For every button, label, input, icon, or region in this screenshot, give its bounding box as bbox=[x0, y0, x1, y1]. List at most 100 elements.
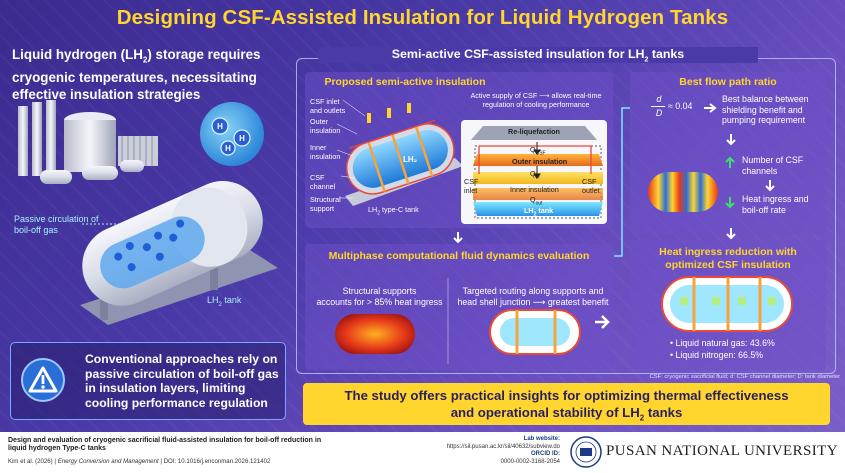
lab-label: Lab website: bbox=[523, 436, 560, 442]
citation-authors: Kim et al. (2026) bbox=[8, 458, 53, 465]
label-reliquefaction: Re-liquefaction bbox=[508, 127, 560, 136]
ln2-result: • Liquid nitrogen: 66.5% bbox=[670, 350, 764, 360]
conclusion-line2-sub: 2 bbox=[639, 413, 645, 423]
flow-panel-title: Best flow path ratio bbox=[679, 76, 777, 88]
conventional-approach-box: Conventional approaches rely on passive … bbox=[10, 342, 286, 420]
cfd-panel-title: Multiphase computational fluid dynamics … bbox=[328, 250, 590, 262]
proposed-diagram: LH₂ bbox=[336, 99, 607, 224]
conclusion-line1: The study offers practical insights for … bbox=[344, 388, 789, 403]
label-q-in: Qin bbox=[530, 169, 540, 182]
lh2-storage-illustration: HHH bbox=[18, 100, 278, 325]
support-pct: > 85% heat ingress bbox=[366, 296, 443, 307]
molecule-bubble bbox=[200, 102, 264, 166]
lab-info: Lab website:https://sil.pusan.ac.kr/sil/… bbox=[420, 436, 560, 466]
reduction-panel-title: Heat ingress reduction with optimized CS… bbox=[659, 246, 797, 271]
poster-title: Designing CSF-Assisted Insulation for Li… bbox=[116, 6, 729, 29]
frac-value: ≈ 0.04 bbox=[668, 101, 693, 111]
main-heading-pre: Semi-active CSF-assisted insulation for … bbox=[391, 47, 645, 61]
label-csf-channel: CSF channel bbox=[310, 173, 336, 191]
frac-den: D bbox=[655, 108, 663, 118]
routing-2: head shell junction bbox=[457, 296, 531, 307]
frac-num: d bbox=[656, 94, 662, 104]
lh2-tank-label-pre: LH bbox=[207, 295, 219, 305]
citation-doi: DOI: 10.1016/j.enconman.2026.121402 bbox=[163, 458, 271, 465]
label-lh2-tank-detail: LH2 tank bbox=[524, 206, 554, 219]
main-section-heading: Semi-active CSF-assisted insulation for … bbox=[318, 47, 758, 64]
routing-1: Targeted routing along supports and bbox=[462, 286, 604, 296]
type-c-post: type-C tank bbox=[379, 205, 419, 214]
label-q-out: Qout bbox=[530, 195, 543, 207]
csf-channel-cylinder bbox=[648, 172, 718, 212]
arrow-down-icon bbox=[726, 228, 736, 240]
support-text-2: accounts for bbox=[316, 296, 365, 307]
arrow-down-icon bbox=[725, 197, 735, 209]
lh2-tank-label: LH2 tank bbox=[207, 295, 241, 308]
label-outer-insulation: Outer insulation bbox=[310, 117, 341, 135]
lng-result: • Liquid natural gas: 43.6% bbox=[670, 338, 775, 348]
frac-bar bbox=[651, 106, 665, 107]
main-heading-post: tanks bbox=[648, 47, 685, 61]
label-structural-support: Structural support bbox=[310, 195, 341, 213]
lng-value: Liquid natural gas: 43.6% bbox=[675, 338, 775, 348]
paper-title: Design and evaluation of cryogenic sacri… bbox=[8, 437, 322, 453]
lh2-detail-sub: 2 bbox=[533, 211, 537, 218]
arrow-right-icon bbox=[704, 103, 717, 113]
q-out-sub: out bbox=[535, 200, 543, 207]
orcid-id: 0000-0002-3168-2054 bbox=[500, 458, 560, 465]
arrow-up-icon bbox=[725, 156, 735, 168]
balance-text: Best balance between shielding benefit a… bbox=[722, 94, 809, 126]
q-in-sub: in bbox=[535, 174, 540, 181]
footer-band bbox=[0, 432, 845, 473]
main-heading-sub: 2 bbox=[644, 56, 649, 64]
boiloff-text: Heat ingress and boil-off rate bbox=[742, 194, 809, 215]
proposed-panel-title: Proposed semi-active insulation bbox=[324, 76, 486, 88]
intro-part1: Liquid hydrogen (LH bbox=[12, 47, 143, 62]
university-seal-logo bbox=[570, 436, 602, 468]
arrow-down-icon bbox=[726, 134, 736, 146]
label-csf-inlet-detail: CSF inlet bbox=[464, 177, 479, 195]
type-c-sub: 2 bbox=[377, 210, 380, 217]
connector-arrow bbox=[614, 107, 630, 257]
passive-circulation-label: Passive circulation of boil-off gas bbox=[14, 214, 99, 235]
warning-triangle-icon bbox=[28, 366, 58, 393]
arrow-down-icon bbox=[765, 180, 775, 192]
svg-text:H: H bbox=[239, 134, 245, 143]
label-csf-outlet-detail: CSF outlet bbox=[582, 177, 600, 195]
q-csf-pre: Q bbox=[530, 145, 536, 154]
label-csf-inlet: CSF inlet and outlets bbox=[310, 97, 346, 115]
warning-icon bbox=[21, 358, 65, 402]
arrow-down-icon bbox=[453, 232, 463, 244]
active-supply-1: Active supply of CSF bbox=[470, 91, 538, 100]
routing-3: greatest benefit bbox=[547, 296, 609, 307]
ln2-value: Liquid nitrogen: 66.5% bbox=[675, 350, 764, 360]
conclusion-line2-pre: and operational stability of LH bbox=[450, 405, 640, 420]
lab-url[interactable]: https://sil.pusan.ac.kr/sil/40632/subvie… bbox=[446, 443, 560, 450]
intro-text: Liquid hydrogen (LH2) storage requires c… bbox=[12, 46, 282, 103]
q-in-pre: Q bbox=[530, 169, 536, 178]
type-c-pre: LH bbox=[368, 205, 378, 214]
conclusion-line2-post: tanks bbox=[644, 405, 683, 420]
citation: Kim et al. (2026) | Energy Conversion an… bbox=[8, 458, 271, 465]
label-q-csf: QCSF bbox=[530, 145, 546, 158]
intro-sub: 2 bbox=[142, 55, 148, 65]
abbreviation-footnote: CSF: cryogenic sacrificial fluid; d: CSF… bbox=[649, 374, 840, 380]
svg-text:H: H bbox=[217, 122, 223, 131]
lh2-detail-pre: LH bbox=[524, 206, 534, 215]
orcid-label: ORCID ID: bbox=[531, 451, 560, 458]
active-supply-text: Active supply of CSF ⟶ allows real-time … bbox=[470, 91, 602, 109]
intro-part2: ) storage requires cryogenic temperature… bbox=[12, 47, 261, 102]
label-inner-detail: Inner insulation bbox=[510, 185, 559, 194]
optimized-tank-illustration bbox=[661, 276, 793, 332]
tank-mark-text: LH₂ bbox=[403, 155, 418, 164]
university-name: PUSAN NATIONAL UNIVERSITY bbox=[606, 443, 838, 459]
label-inner-insulation: Inner insulation bbox=[310, 143, 341, 161]
cfd-illustration bbox=[335, 278, 610, 364]
conclusion-banner: The study offers practical insights for … bbox=[303, 383, 830, 425]
support-text-1: Structural supports bbox=[342, 286, 417, 296]
lh2-tank-label-post: tank bbox=[221, 295, 242, 305]
infographic: Designing CSF-Assisted Insulation for Li… bbox=[0, 0, 845, 432]
citation-journal: Energy Conversion and Management bbox=[57, 458, 159, 465]
lh2-detail-post: tank bbox=[536, 206, 554, 215]
